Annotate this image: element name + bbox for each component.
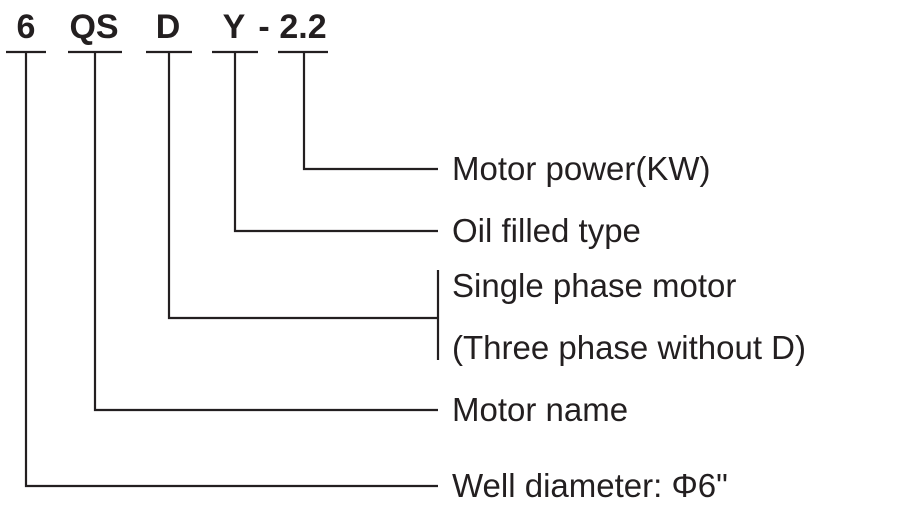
label-three-phase-note: (Three phase without D) <box>452 329 806 366</box>
code-part-qs: QS <box>69 8 118 46</box>
label-well-diameter: Well diameter: Φ6" <box>452 467 728 504</box>
code-part-6: 6 <box>17 8 36 46</box>
leader-well-diameter <box>24 52 438 488</box>
label-oil-filled: Oil filled type <box>452 212 641 249</box>
leader-phase <box>167 52 438 320</box>
code-part-y: Y <box>223 8 246 46</box>
leader-oil-filled <box>233 52 438 233</box>
code-part-d: D <box>156 8 181 46</box>
leader-motor-power <box>302 52 438 171</box>
code-part-power: 2.2 <box>279 8 326 46</box>
leader-motor-name <box>93 52 438 412</box>
label-motor-power: Motor power(KW) <box>452 150 711 187</box>
label-motor-name: Motor name <box>452 391 628 428</box>
label-single-phase: Single phase motor <box>452 267 736 304</box>
code-separator: - <box>258 8 269 46</box>
